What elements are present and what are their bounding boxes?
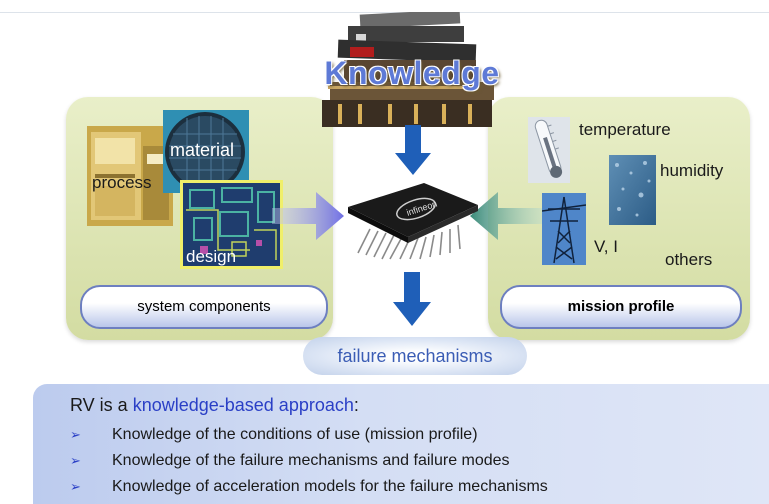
- bullet-text: Knowledge of the conditions of use (miss…: [112, 426, 478, 443]
- process-label: process: [92, 173, 152, 192]
- top-divider-line: [0, 12, 769, 13]
- bullet-item: ➢ Knowledge of the failure mechanisms and…: [70, 452, 510, 470]
- bullet-arrow-icon: ➢: [70, 479, 81, 494]
- bullet-text: Knowledge of the failure mechanisms and …: [112, 452, 510, 469]
- power-tower-photo: [542, 193, 586, 265]
- system-components-label: system components: [80, 285, 328, 329]
- summary-box: [33, 384, 769, 504]
- bullet-arrow-icon: ➢: [70, 453, 81, 468]
- chip-layout-design-photo: [180, 180, 283, 269]
- bullet-text: Knowledge of acceleration models for the…: [112, 478, 548, 495]
- down-arrow-bottom: [393, 272, 431, 326]
- summary-heading-suffix: :: [353, 395, 359, 415]
- silicon-wafer-photo: [163, 110, 249, 193]
- down-arrow-top: [395, 125, 431, 175]
- knowledge-title: Knowledge: [324, 55, 500, 91]
- infineon-chip-icon: infineon: [348, 183, 478, 260]
- voltage-current-label: V, I: [594, 237, 618, 256]
- mission-profile-label: mission profile: [500, 285, 742, 329]
- thermometer-photo: [528, 117, 570, 183]
- bullet-item: ➢ Knowledge of the conditions of use (mis…: [70, 426, 478, 444]
- failure-mechanisms-label: failure mechanisms: [303, 337, 527, 375]
- bullet-arrow-icon: ➢: [70, 427, 81, 442]
- process-equipment-photo: [87, 126, 173, 226]
- humidity-droplets-photo: [609, 155, 656, 225]
- books-stack-icon: [322, 12, 494, 127]
- temperature-label: temperature: [579, 120, 671, 139]
- left-input-arrow: [272, 192, 344, 240]
- summary-heading: RV is a knowledge-based approach:: [70, 395, 359, 416]
- humidity-label: humidity: [660, 161, 724, 180]
- right-input-arrow: [470, 192, 542, 240]
- design-label: design: [186, 247, 237, 266]
- summary-heading-highlight: knowledge-based approach: [132, 395, 354, 415]
- summary-heading-prefix: RV is a: [70, 395, 133, 415]
- bullet-item: ➢ Knowledge of acceleration models for th…: [70, 478, 548, 496]
- material-label: material: [170, 140, 235, 160]
- others-label: others: [665, 250, 713, 269]
